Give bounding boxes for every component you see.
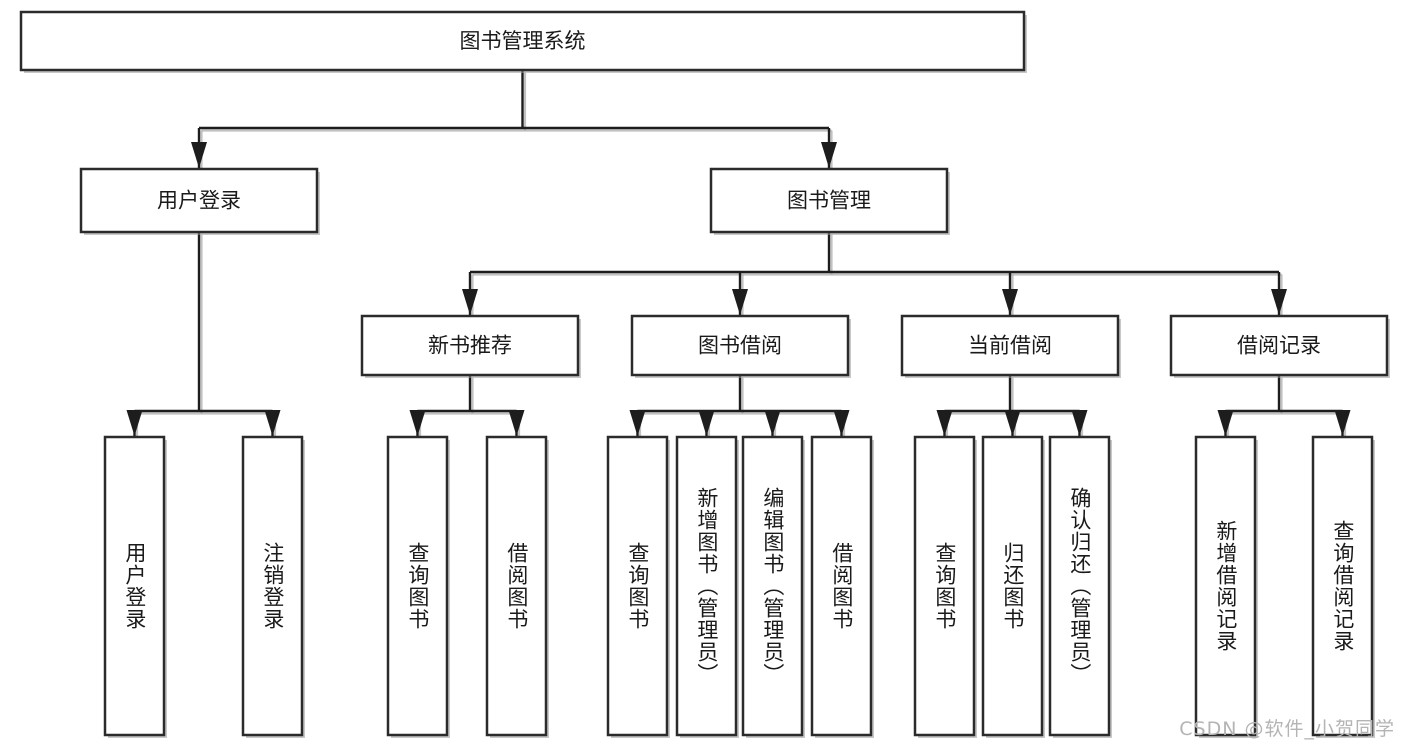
node-label-borrow-record: 借阅记录 [1237, 334, 1321, 358]
node-leaf-query-book-recommend[interactable] [386, 435, 450, 738]
arrow-head-icon [1071, 410, 1088, 436]
arrow-head-icon [1004, 410, 1021, 436]
watermark-text: CSDN @软件_小贺同学 [1179, 718, 1395, 740]
node-leaf-query-book-current[interactable] [913, 435, 977, 738]
node-new-book-recommend[interactable]: 新书推荐 [360, 314, 581, 378]
node-book-borrow[interactable]: 图书借阅 [630, 314, 851, 378]
node-label-root: 图书管理系统 [460, 29, 586, 53]
node-leaf-borrow-book-recommend[interactable] [485, 435, 549, 738]
node-leaf-logout[interactable] [241, 435, 305, 738]
node-leaf-add-book[interactable] [675, 435, 739, 738]
node-leaf-user-login[interactable] [103, 435, 167, 738]
arrow-head-icon [1271, 289, 1287, 315]
node-label-book-borrow: 图书借阅 [698, 334, 782, 358]
node-user-login[interactable]: 用户登录 [79, 167, 320, 235]
arrow-head-icon [508, 410, 525, 436]
arrow-head-icon [462, 289, 478, 315]
arrow-head-icon [833, 410, 850, 436]
arrow-head-icon [1334, 410, 1351, 436]
arrow-head-icon [191, 142, 207, 168]
arrow-head-icon [1217, 410, 1234, 436]
arrow-head-icon [264, 410, 281, 436]
node-leaf-confirm-return[interactable] [1048, 435, 1112, 738]
node-root[interactable]: 图书管理系统 [19, 10, 1027, 73]
node-leaf-return-book[interactable] [981, 435, 1045, 738]
arrow-head-icon [629, 410, 646, 436]
node-label-new-book-recommend: 新书推荐 [428, 334, 512, 358]
node-borrow-record[interactable]: 借阅记录 [1169, 314, 1390, 378]
arrow-head-icon [1002, 289, 1018, 315]
node-label-current-borrow: 当前借阅 [968, 334, 1052, 358]
arrow-head-icon [821, 142, 837, 168]
arrow-head-icon [698, 410, 715, 436]
connectors-layer [126, 70, 1351, 439]
node-book-manage[interactable]: 图书管理 [709, 167, 950, 235]
node-label-book-manage: 图书管理 [787, 189, 871, 213]
arrow-head-icon [732, 289, 748, 315]
node-current-borrow[interactable]: 当前借阅 [900, 314, 1121, 378]
node-leaf-add-borrow-record[interactable] [1194, 435, 1258, 738]
node-label-user-login: 用户登录 [157, 189, 241, 213]
arrow-head-icon [409, 410, 426, 436]
node-leaf-borrow-book[interactable] [810, 435, 874, 738]
arrow-head-icon [764, 410, 781, 436]
arrow-head-icon [936, 410, 953, 436]
node-leaf-edit-book[interactable] [741, 435, 805, 738]
node-leaf-query-borrow-record[interactable] [1311, 435, 1375, 738]
node-leaf-query-book-borrow[interactable] [606, 435, 670, 738]
arrow-head-icon [126, 410, 143, 436]
